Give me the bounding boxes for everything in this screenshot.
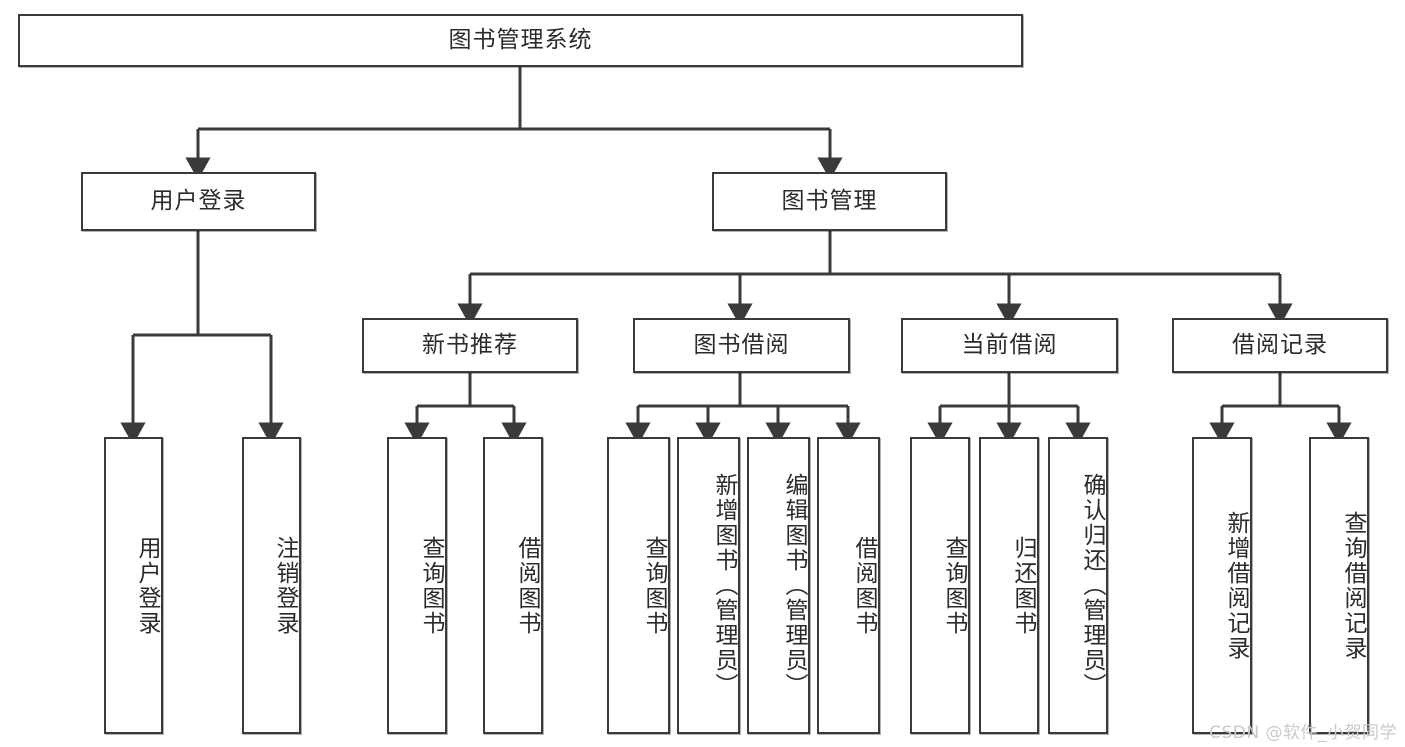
node-user-login[interactable]: 用户登录 [81, 172, 316, 231]
node-label: 图书管理系统 [448, 27, 593, 54]
node-book-management[interactable]: 图书管理 [712, 172, 947, 231]
node-label: 图书管理 [781, 188, 878, 215]
node-label: 查询借阅记录 [1340, 510, 1366, 661]
node-label: 借阅记录 [1232, 332, 1328, 359]
leaf-query-book-current[interactable]: 查询图书 [910, 437, 970, 734]
node-label: 借阅图书 [514, 535, 540, 636]
leaf-query-borrow-record[interactable]: 查询借阅记录 [1309, 437, 1369, 734]
leaf-user-logout[interactable]: 注销登录 [242, 437, 301, 734]
node-label: 用户登录 [150, 188, 247, 215]
node-label: 查询图书 [641, 535, 667, 636]
leaf-query-book-borrow[interactable]: 查询图书 [607, 437, 670, 734]
node-book-borrow[interactable]: 图书借阅 [633, 318, 850, 373]
node-label: 新增图书（管理员） [711, 473, 737, 698]
node-label: 新增借阅记录 [1223, 510, 1249, 661]
node-label: 确认归还（管理员） [1079, 473, 1105, 698]
node-label: 借阅图书 [851, 535, 877, 636]
leaf-confirm-return-admin[interactable]: 确认归还（管理员） [1048, 437, 1108, 734]
node-label: 查询图书 [941, 535, 967, 636]
node-label: 新书推荐 [422, 332, 518, 359]
node-root-system[interactable]: 图书管理系统 [18, 14, 1023, 67]
node-label: 查询图书 [418, 535, 444, 636]
leaf-query-book-recommend[interactable]: 查询图书 [387, 437, 447, 734]
node-borrow-record[interactable]: 借阅记录 [1172, 318, 1388, 373]
leaf-add-book-admin[interactable]: 新增图书（管理员） [677, 437, 740, 734]
node-new-book-recommend[interactable]: 新书推荐 [362, 318, 578, 373]
node-label: 编辑图书（管理员） [781, 473, 807, 698]
node-label: 注销登录 [272, 535, 298, 636]
node-label: 图书借阅 [693, 332, 790, 359]
node-label: 用户登录 [134, 535, 160, 636]
leaf-user-login[interactable]: 用户登录 [104, 437, 163, 734]
leaf-edit-book-admin[interactable]: 编辑图书（管理员） [747, 437, 810, 734]
leaf-borrow-book[interactable]: 借阅图书 [817, 437, 880, 734]
node-current-borrow[interactable]: 当前借阅 [901, 318, 1118, 373]
watermark-text: CSDN @软件_小贺同学 [1209, 723, 1397, 743]
node-label: 当前借阅 [961, 332, 1058, 359]
leaf-return-book[interactable]: 归还图书 [979, 437, 1039, 734]
leaf-borrow-book-recommend[interactable]: 借阅图书 [483, 437, 543, 734]
node-label: 归还图书 [1010, 535, 1036, 636]
leaf-add-borrow-record[interactable]: 新增借阅记录 [1192, 437, 1252, 734]
